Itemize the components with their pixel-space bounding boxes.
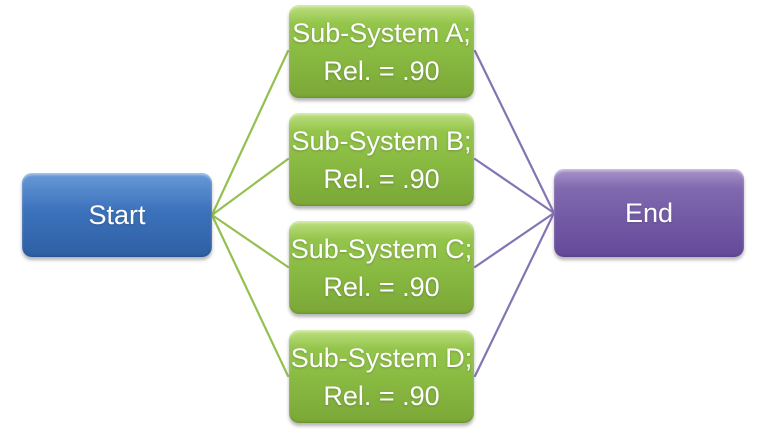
subsystem-c-reliability: Rel. = .90 xyxy=(323,271,440,302)
subsystem-b-reliability: Rel. = .90 xyxy=(323,163,440,194)
subsystem-d-title: Sub-System D; xyxy=(290,342,473,373)
connector-subsystem-a-to-end xyxy=(473,49,556,215)
subsystem-d-node: Sub-System D; Rel. = .90 xyxy=(289,330,474,423)
connector-subsystem-b-to-end xyxy=(473,157,556,215)
subsystem-d-reliability: Rel. = .90 xyxy=(323,380,440,411)
start-node-label: Start xyxy=(88,200,146,230)
subsystem-a-reliability: Rel. = .90 xyxy=(323,55,440,86)
subsystem-a-title: Sub-System A; xyxy=(292,17,471,48)
subsystem-c-title: Sub-System C; xyxy=(290,233,473,264)
subsystem-b-title: Sub-System B; xyxy=(291,125,472,156)
subsystem-b-node: Sub-System B; Rel. = .90 xyxy=(289,113,474,206)
connector-start-to-subsystem-d xyxy=(210,213,290,378)
end-node: End xyxy=(554,169,744,257)
connector-start-to-subsystem-c xyxy=(210,213,290,269)
start-node: Start xyxy=(22,173,212,257)
subsystem-a-node: Sub-System A; Rel. = .90 xyxy=(289,5,474,98)
connector-subsystem-c-to-end xyxy=(473,211,556,269)
connector-subsystem-d-to-end xyxy=(473,211,556,378)
end-node-label: End xyxy=(624,198,674,228)
connector-start-to-subsystem-b xyxy=(210,157,290,217)
connector-start-to-subsystem-a xyxy=(210,49,290,217)
subsystem-c-node: Sub-System C; Rel. = .90 xyxy=(289,221,474,314)
